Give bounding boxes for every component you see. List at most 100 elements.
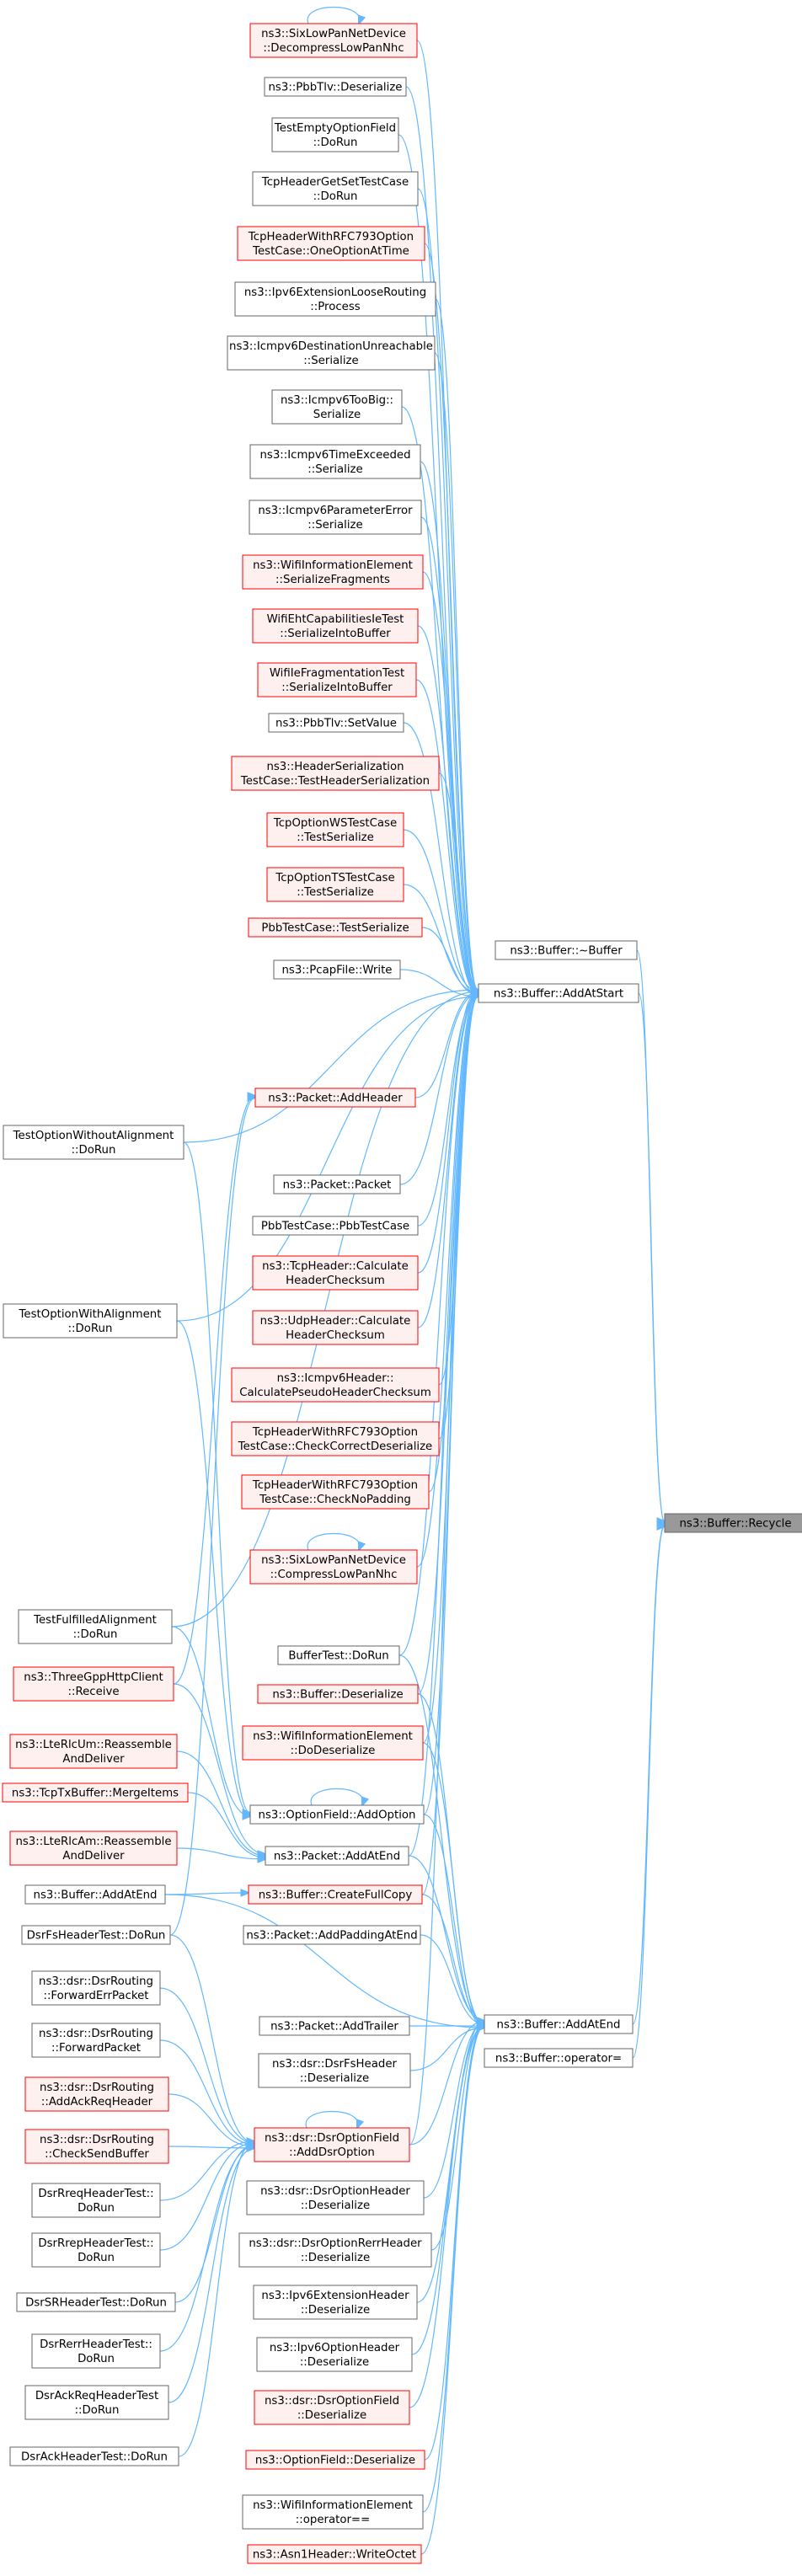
node-tcpOptTS[interactable]: TcpOptionTSTestCase::TestSerialize xyxy=(266,867,404,902)
node-icmpDestUnr[interactable]: ns3::Icmpv6DestinationUnreachable::Seria… xyxy=(227,335,436,371)
node-dsrCheckSend[interactable]: ns3::dsr::DsrRouting::CheckSendBuffer xyxy=(24,2129,169,2164)
node-label: PbbTestCase::PbbTestCase xyxy=(261,1221,409,1233)
node-addAtStart[interactable]: ns3::Buffer::AddAtStart xyxy=(478,983,639,1003)
node-label: ::SerializeIntoBuffer xyxy=(280,628,391,640)
node-dsrFsHdrDeser[interactable]: ns3::dsr::DsrFsHeader::Deserialize xyxy=(258,2053,411,2088)
node-dsrOptHdrDeser[interactable]: ns3::dsr::DsrOptionHeader::Deserialize xyxy=(246,2180,425,2215)
node-label: WifiEhtCapabilitiesIeTest xyxy=(267,613,404,626)
node-tcpHdrGetSet[interactable]: TcpHeaderGetSetTestCase::DoRun xyxy=(252,171,419,206)
node-icmpPseudo[interactable]: ns3::Icmpv6Header::CalculatePseudoHeader… xyxy=(231,1367,440,1403)
node-box xyxy=(237,226,425,261)
node-testOptWith[interactable]: TestOptionWithAlignment::DoRun xyxy=(3,1303,178,1339)
node-label: ns3::Buffer::Deserialize xyxy=(272,1689,403,1702)
node-icmpTimeEx[interactable]: ns3::Icmpv6TimeExceeded::Serialize xyxy=(249,444,421,479)
node-sixComp[interactable]: ns3::SixLowPanNetDevice::CompressLowPanN… xyxy=(249,1549,418,1585)
node-dsrRerr[interactable]: DsrRerrHeaderTest::DoRun xyxy=(31,2333,161,2369)
node-icmpParamErr[interactable]: ns3::Icmpv6ParameterError::Serialize xyxy=(249,500,422,535)
node-pbbTlvDeser[interactable]: ns3::PbbTlv::Deserialize xyxy=(264,77,407,97)
node-wifiIeFrag[interactable]: WifiIeFragmentationTest::SerializeIntoBu… xyxy=(257,662,417,697)
node-pktAddAtEnd[interactable]: ns3::Packet::AddAtEnd xyxy=(265,1846,409,1866)
node-box xyxy=(252,608,419,644)
node-pktAddHeader[interactable]: ns3::Packet::AddHeader xyxy=(254,1088,416,1108)
node-dsrAckReq[interactable]: DsrAckReqHeaderTest::DoRun xyxy=(24,2385,169,2420)
node-dsrOptAdd[interactable]: ns3::dsr::DsrOptionField::AddDsrOption xyxy=(254,2127,410,2162)
node-pcapWrite[interactable]: ns3::PcapFile::Write xyxy=(273,959,401,980)
node-opAssign[interactable]: ns3::Buffer::operator= xyxy=(484,2048,634,2068)
node-threeGpp[interactable]: ns3::ThreeGppHttpClient::Receive xyxy=(13,1666,174,1702)
node-box xyxy=(18,1609,173,1644)
node-tcpRfcCheck[interactable]: TcpHeaderWithRFC793OptionTestCase::Check… xyxy=(231,1421,440,1456)
node-sixDecomp[interactable]: ns3::SixLowPanNetDevice::DecompressLowPa… xyxy=(249,23,418,58)
node-icmpTooBig[interactable]: ns3::Icmpv6TooBig::Serialize xyxy=(271,389,403,425)
node-label: ns3::Packet::AddTrailer xyxy=(270,2021,398,2034)
node-tcpOptWS[interactable]: TcpOptionWSTestCase::TestSerialize xyxy=(266,812,404,847)
node-bufAddAtEndL[interactable]: ns3::Buffer::AddAtEnd xyxy=(24,1884,166,1905)
node-wifiInfoOpEq[interactable]: ns3::WifiInformationElement::operator== xyxy=(242,2494,424,2530)
edge-sixComp-to-sixComp xyxy=(307,1532,360,1551)
node-tcpRfcOne[interactable]: TcpHeaderWithRFC793OptionTestCase::OneOp… xyxy=(237,226,425,261)
node-bufCreateFull[interactable]: ns3::Buffer::CreateFullCopy xyxy=(248,1884,423,1905)
node-label: ns3::dsr::DsrRouting xyxy=(40,2134,154,2146)
node-hdrSerTest[interactable]: ns3::HeaderSerializationTestCase::TestHe… xyxy=(231,756,440,791)
node-ipv6ExtHdr[interactable]: ns3::Ipv6ExtensionHeader::Deserialize xyxy=(253,2285,418,2320)
node-box xyxy=(249,500,422,535)
node-optFieldAdd[interactable]: ns3::OptionField::AddOption xyxy=(249,1804,425,1825)
node-label: AndDeliver xyxy=(62,1753,125,1766)
node-testOptWithout[interactable]: TestOptionWithoutAlignment::DoRun xyxy=(3,1125,184,1160)
node-dsrFwdErr[interactable]: ns3::dsr::DsrRouting::ForwardErrPacket xyxy=(31,1970,161,2006)
node-pbbTestSer[interactable]: PbbTestCase::TestSerialize xyxy=(248,917,423,938)
node-box xyxy=(31,2183,161,2218)
node-label: ns3::Icmpv6TimeExceeded xyxy=(259,449,410,462)
node-recycle[interactable]: ns3::Buffer::Recycle xyxy=(664,1513,802,1533)
node-label: ::DecompressLowPanNhc xyxy=(263,42,404,55)
node-dsrSR[interactable]: DsrSRHeaderTest::DoRun xyxy=(16,2292,176,2312)
edge-ipv6Loose-to-addAtStart xyxy=(435,298,479,991)
node-dsrRrep[interactable]: DsrRrepHeaderTest::DoRun xyxy=(31,2232,161,2268)
node-asn1Write[interactable]: ns3::Asn1Header::WriteOctet xyxy=(247,2544,422,2564)
node-label: ns3::Ipv6ExtensionLooseRouting xyxy=(244,286,426,299)
node-box xyxy=(664,1513,802,1533)
node-addAtEnd[interactable]: ns3::Buffer::AddAtEnd xyxy=(484,2014,634,2034)
node-ipv6OptHdr[interactable]: ns3::Ipv6OptionHeader::Deserialize xyxy=(256,2337,413,2372)
node-ipv6Loose[interactable]: ns3::Ipv6ExtensionLooseRouting::Process xyxy=(234,281,436,317)
node-box xyxy=(246,2180,425,2215)
node-dsrRreq[interactable]: DsrRreqHeaderTest::DoRun xyxy=(31,2183,161,2218)
node-testEmptyOpt[interactable]: TestEmptyOptionField::DoRun xyxy=(271,117,399,152)
node-dsrFsHdrTest[interactable]: DsrFsHeaderTest::DoRun xyxy=(21,1925,171,1945)
node-bufferTestDoRun[interactable]: BufferTest::DoRun xyxy=(277,1645,400,1665)
node-wifiInfoSerFrag[interactable]: ns3::WifiInformationElement::SerializeFr… xyxy=(242,554,424,590)
node-label: ns3::dsr::DsrOptionHeader xyxy=(260,2185,410,2198)
node-label: ::SerializeFragments xyxy=(275,574,390,586)
node-box xyxy=(252,1310,419,1345)
node-dsrAddAck[interactable]: ns3::dsr::DsrRouting::AddAckReqHeader xyxy=(24,2076,169,2112)
node-label: ns3::dsr::DsrRouting xyxy=(40,2082,154,2094)
node-pbbTestDeser[interactable]: PbbTestCase::PbbTestCase xyxy=(252,1216,419,1236)
node-dtor[interactable]: ns3::Buffer::~Buffer xyxy=(495,940,638,960)
node-pktAddPad[interactable]: ns3::Packet::AddPaddingAtEnd xyxy=(243,1925,421,1945)
node-pktAddTrailer[interactable]: ns3::Packet::AddTrailer xyxy=(259,2016,410,2036)
node-testOptFulfilled[interactable]: TestFulfilledAlignment::DoRun xyxy=(18,1609,173,1644)
node-box xyxy=(249,1804,425,1825)
node-optFieldDeser[interactable]: ns3::OptionField::Deserialize xyxy=(245,2450,425,2470)
node-box xyxy=(31,2333,161,2369)
node-bufDeser[interactable]: ns3::Buffer::Deserialize xyxy=(257,1684,419,1704)
node-label: ::operator== xyxy=(296,2514,370,2526)
node-wifiInfoDoDeser[interactable]: ns3::WifiInformationElement::DoDeseriali… xyxy=(242,1725,424,1761)
node-dsrFwd[interactable]: ns3::dsr::DsrRouting::ForwardPacket xyxy=(31,2023,161,2058)
node-wifiEht[interactable]: WifiEhtCapabilitiesIeTest::SerializeInto… xyxy=(252,608,419,644)
node-pktPacket[interactable]: ns3::Packet::Packet xyxy=(273,1174,401,1194)
node-dsrOptFieldDeser[interactable]: ns3::dsr::DsrOptionField::Deserialize xyxy=(254,2390,410,2425)
node-label: DoRun xyxy=(78,2202,115,2215)
node-pbbTlvSetValue[interactable]: ns3::PbbTlv::SetValue xyxy=(268,713,404,733)
node-tcpTxMerge[interactable]: ns3::TcpTxBuffer::MergeItems xyxy=(2,1782,189,1803)
node-dsrOptRerr[interactable]: ns3::dsr::DsrOptionRerrHeader::Deseriali… xyxy=(238,2232,432,2268)
node-label: ns3::dsr::DsrOptionRerrHeader xyxy=(249,2237,422,2250)
node-dsrAck[interactable]: DsrAckHeaderTest::DoRun xyxy=(9,2446,179,2466)
node-tcpRfcNoPad[interactable]: TcpHeaderWithRFC793OptionTestCase::Check… xyxy=(241,1474,430,1510)
edge-dsrSR-to-dsrOptAdd xyxy=(174,2145,254,2303)
node-label: ::Deserialize xyxy=(300,2072,369,2085)
